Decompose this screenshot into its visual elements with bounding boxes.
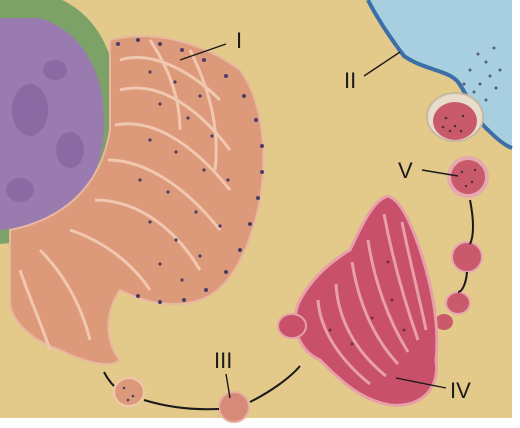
image-white-border [0, 418, 520, 428]
label-v: V [398, 158, 413, 183]
vesicle-v [447, 156, 489, 198]
er-transport-vesicle [114, 378, 144, 406]
label-ii: II [344, 68, 356, 93]
exocytosis-vesicle [427, 93, 483, 141]
vesicle-iii [219, 392, 249, 422]
label-i: I [236, 28, 242, 53]
image-white-border-right [512, 0, 520, 428]
label-iv: IV [450, 378, 471, 403]
label-iii: III [214, 348, 232, 373]
